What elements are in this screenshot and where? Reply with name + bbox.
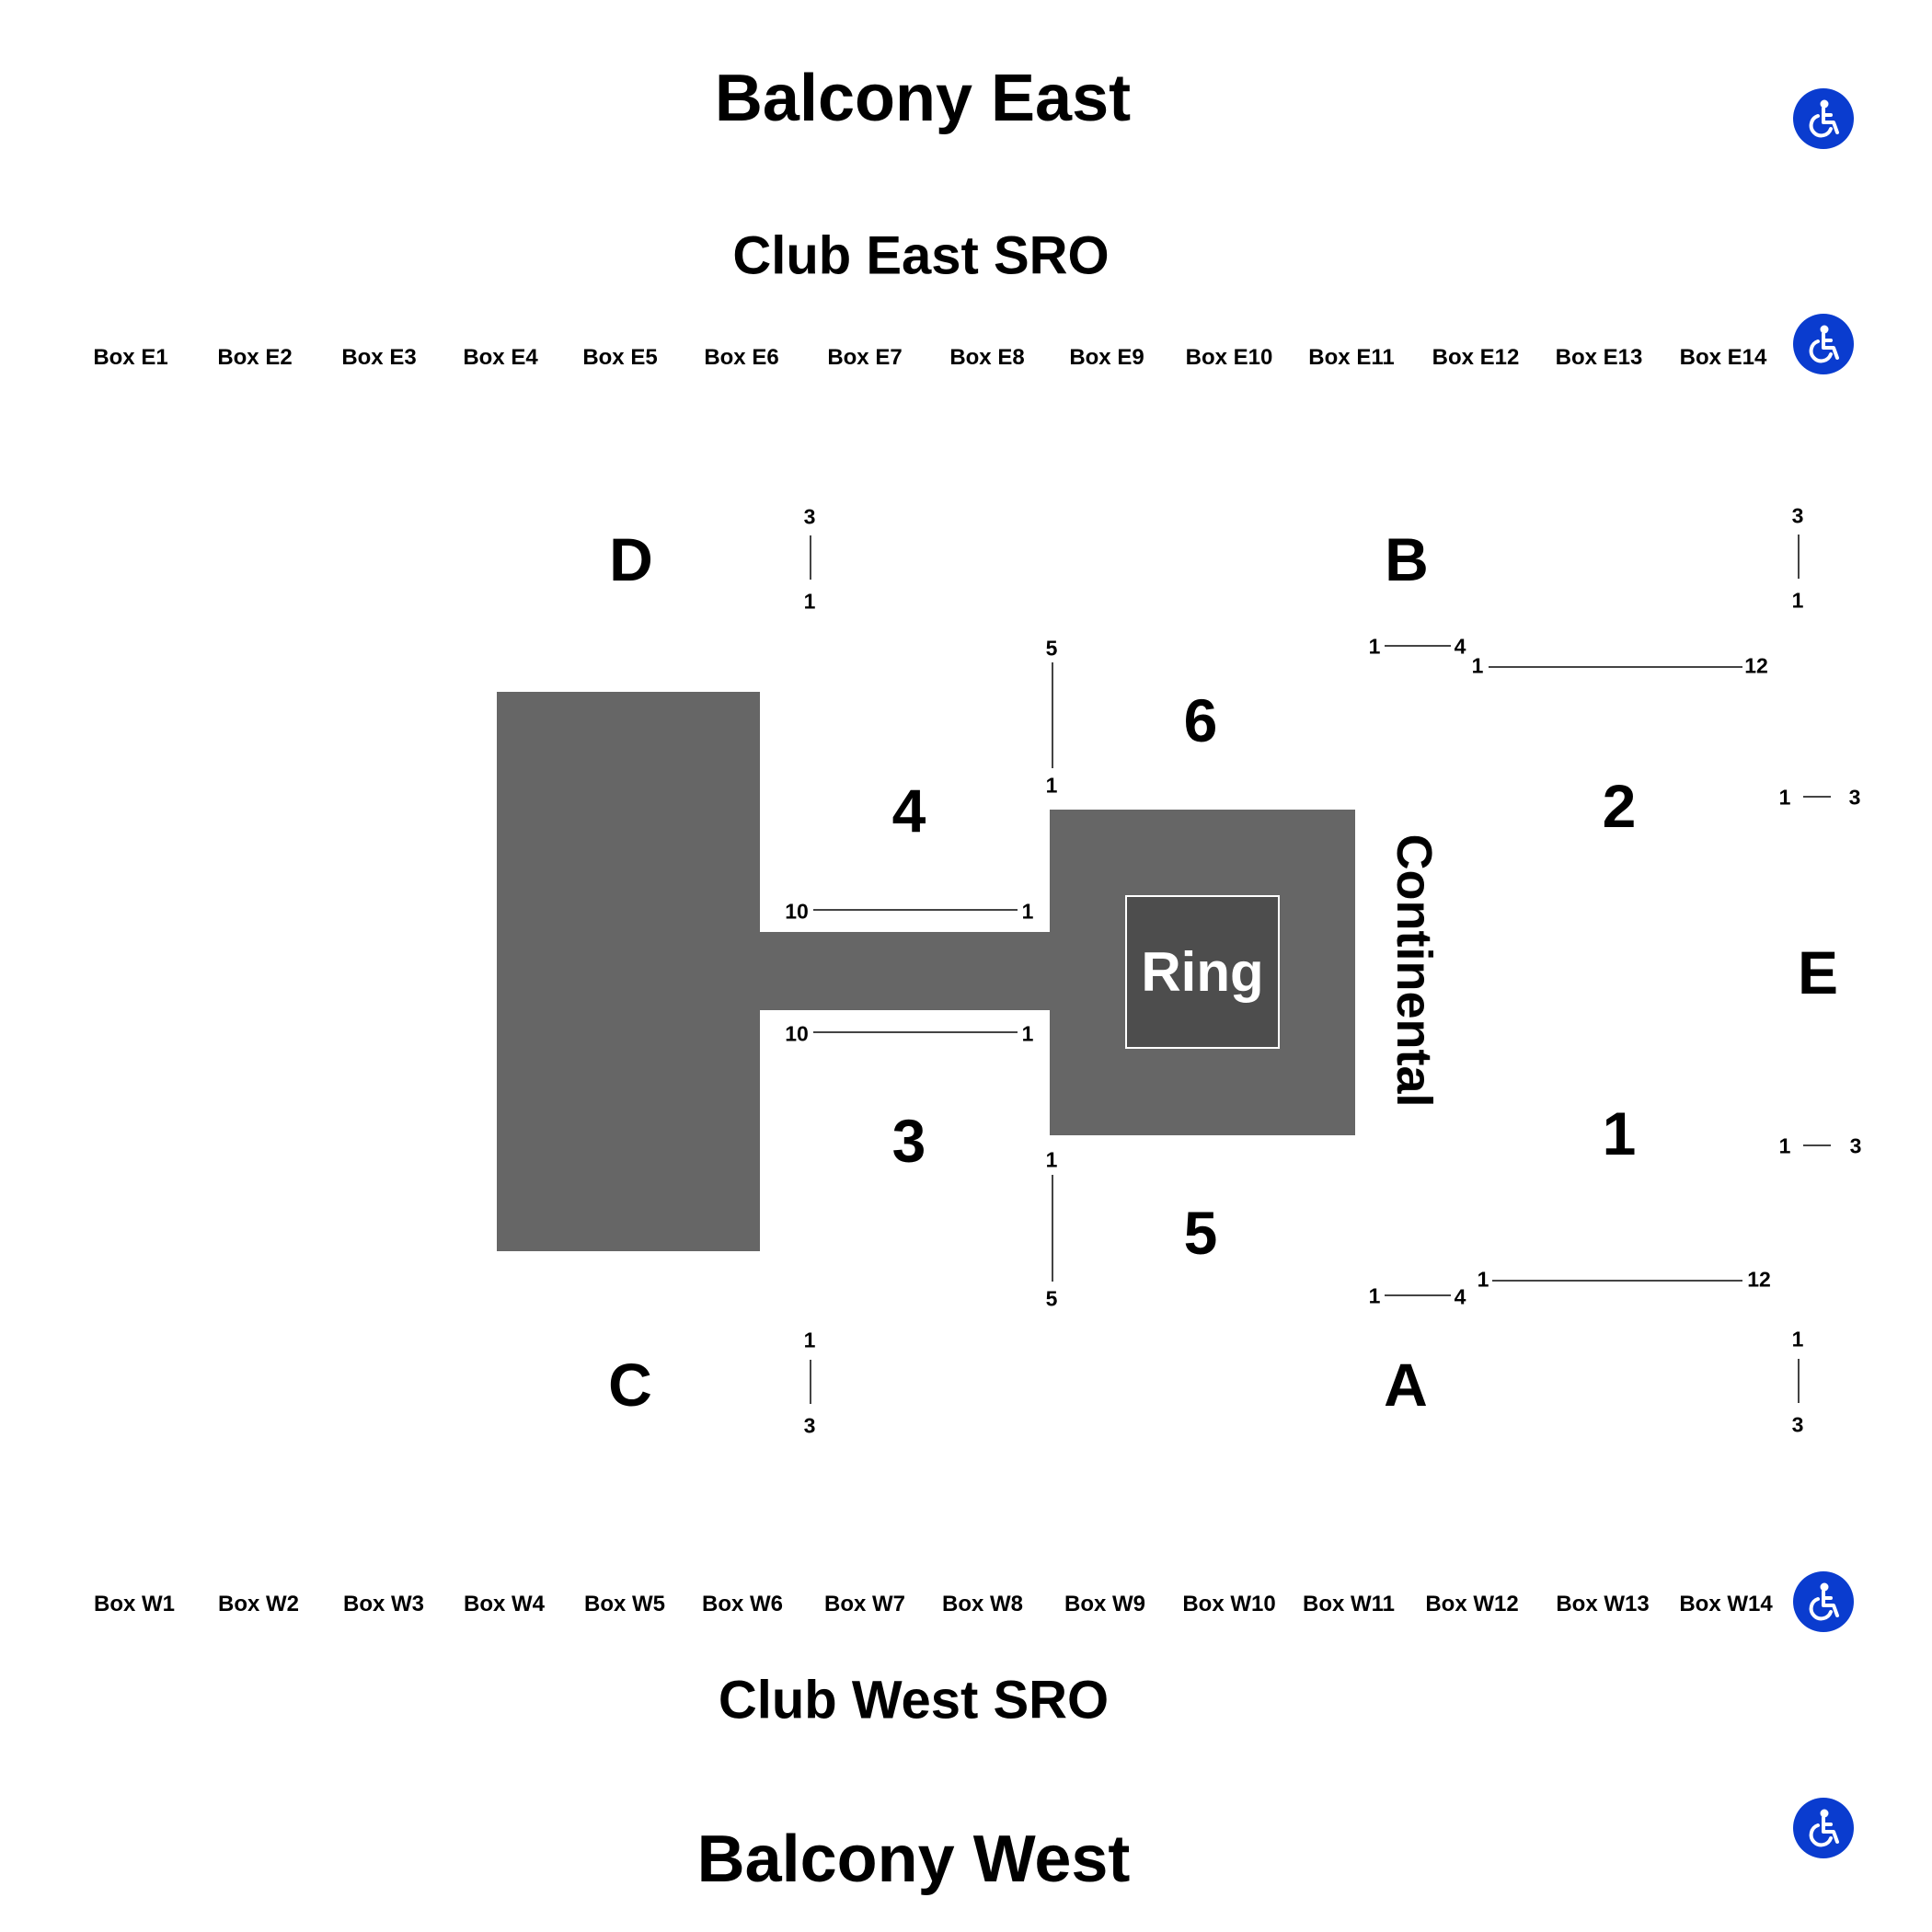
section-c[interactable]: C bbox=[608, 1351, 652, 1419]
row-label: 12 bbox=[1747, 1267, 1771, 1292]
row-label: 3 bbox=[1791, 503, 1804, 528]
row-range-line bbox=[810, 1360, 811, 1404]
box-e12[interactable]: Box E12 bbox=[1432, 345, 1520, 370]
section-b[interactable]: B bbox=[1385, 525, 1429, 593]
row-label: 1 bbox=[1477, 1267, 1489, 1292]
box-e7[interactable]: Box E7 bbox=[827, 345, 903, 370]
row-label: 1 bbox=[1368, 634, 1381, 659]
section-5[interactable]: 5 bbox=[1183, 1199, 1218, 1267]
box-w1[interactable]: Box W1 bbox=[93, 1592, 176, 1616]
row-label: 4 bbox=[1454, 1284, 1466, 1309]
section-2[interactable]: 2 bbox=[1602, 772, 1637, 840]
row-range-line bbox=[1489, 666, 1742, 668]
section-a[interactable]: A bbox=[1384, 1351, 1428, 1419]
row-range-line bbox=[1052, 662, 1053, 768]
row-label: 10 bbox=[785, 899, 809, 924]
floor-block-left[interactable] bbox=[497, 692, 760, 1251]
box-e6[interactable]: Box E6 bbox=[704, 345, 779, 370]
box-e4[interactable]: Box E4 bbox=[463, 345, 538, 370]
box-e9[interactable]: Box E9 bbox=[1069, 345, 1144, 370]
club-west-sro-title[interactable]: Club West SRO bbox=[718, 1670, 1110, 1731]
row-label: 1 bbox=[803, 1328, 816, 1352]
row-range-line bbox=[1803, 796, 1831, 798]
box-w7[interactable]: Box W7 bbox=[823, 1592, 906, 1616]
wheelchair-accessible-icon bbox=[1793, 1571, 1854, 1632]
section-6[interactable]: 6 bbox=[1183, 686, 1218, 754]
box-w8[interactable]: Box W8 bbox=[941, 1592, 1024, 1616]
row-label: 4 bbox=[1454, 634, 1466, 659]
section-d[interactable]: D bbox=[609, 525, 653, 593]
row-label: 3 bbox=[803, 1413, 816, 1438]
row-range-line bbox=[1385, 645, 1451, 647]
wheelchair-accessible-icon bbox=[1793, 88, 1854, 149]
row-range-line bbox=[813, 909, 1018, 911]
balcony-west-title[interactable]: Balcony West bbox=[696, 1823, 1131, 1896]
box-w13[interactable]: Box W13 bbox=[1556, 1592, 1650, 1616]
box-w12[interactable]: Box W12 bbox=[1425, 1592, 1519, 1616]
club-east-sro-title[interactable]: Club East SRO bbox=[732, 225, 1110, 286]
row-label: 1 bbox=[1791, 1327, 1804, 1351]
row-range-line bbox=[1798, 535, 1800, 579]
box-w5[interactable]: Box W5 bbox=[583, 1592, 666, 1616]
row-label: 1 bbox=[1368, 1283, 1381, 1308]
row-range-line bbox=[1492, 1280, 1742, 1282]
box-e11[interactable]: Box E11 bbox=[1308, 345, 1395, 370]
box-w9[interactable]: Box W9 bbox=[1064, 1592, 1146, 1616]
row-label: 1 bbox=[1471, 653, 1484, 678]
box-e13[interactable]: Box E13 bbox=[1555, 345, 1643, 370]
box-w2[interactable]: Box W2 bbox=[217, 1592, 300, 1616]
box-w6[interactable]: Box W6 bbox=[701, 1592, 784, 1616]
box-e3[interactable]: Box E3 bbox=[341, 345, 417, 370]
section-e[interactable]: E bbox=[1797, 938, 1839, 1006]
row-label: 1 bbox=[803, 589, 816, 614]
box-e14[interactable]: Box E14 bbox=[1679, 345, 1767, 370]
row-label: 1 bbox=[1021, 1021, 1034, 1046]
row-label: 1 bbox=[1778, 785, 1791, 810]
box-w14[interactable]: Box W14 bbox=[1679, 1592, 1773, 1616]
box-e8[interactable]: Box E8 bbox=[949, 345, 1025, 370]
row-range-line bbox=[1803, 1144, 1831, 1146]
row-range-line bbox=[1385, 1294, 1451, 1296]
row-label: 1 bbox=[1045, 1147, 1058, 1172]
row-label: 1 bbox=[1791, 588, 1804, 613]
section-3[interactable]: 3 bbox=[891, 1107, 926, 1175]
row-label: 5 bbox=[1045, 1286, 1058, 1311]
box-w4[interactable]: Box W4 bbox=[463, 1592, 546, 1616]
row-range-line bbox=[1798, 1359, 1800, 1403]
floor-walkway[interactable] bbox=[758, 932, 1052, 1010]
box-w10[interactable]: Box W10 bbox=[1182, 1592, 1276, 1616]
row-label: 1 bbox=[1045, 773, 1058, 798]
ring[interactable]: Ring bbox=[1125, 895, 1280, 1049]
row-label: 5 bbox=[1045, 636, 1058, 661]
row-label: 3 bbox=[803, 504, 816, 529]
row-label: 10 bbox=[785, 1021, 809, 1046]
row-label: 3 bbox=[1849, 1133, 1862, 1158]
balcony-east-title[interactable]: Balcony East bbox=[714, 62, 1132, 135]
row-label: 3 bbox=[1791, 1412, 1804, 1437]
row-label: 12 bbox=[1744, 653, 1768, 678]
box-w11[interactable]: Box W11 bbox=[1302, 1592, 1396, 1616]
box-e2[interactable]: Box E2 bbox=[217, 345, 293, 370]
section-4[interactable]: 4 bbox=[891, 776, 926, 845]
continental-section[interactable]: Continental bbox=[1386, 834, 1442, 1108]
row-range-line bbox=[1052, 1175, 1053, 1282]
row-range-line bbox=[813, 1031, 1018, 1033]
box-e1[interactable]: Box E1 bbox=[93, 345, 168, 370]
row-label: 1 bbox=[1778, 1133, 1791, 1158]
box-w3[interactable]: Box W3 bbox=[342, 1592, 425, 1616]
wheelchair-accessible-icon bbox=[1793, 314, 1854, 374]
box-e10[interactable]: Box E10 bbox=[1185, 345, 1273, 370]
row-label: 1 bbox=[1021, 899, 1034, 924]
box-e5[interactable]: Box E5 bbox=[582, 345, 658, 370]
row-label: 3 bbox=[1848, 785, 1861, 810]
ring-label: Ring bbox=[1141, 941, 1264, 1003]
wheelchair-accessible-icon bbox=[1793, 1798, 1854, 1858]
row-range-line bbox=[810, 535, 811, 580]
section-1[interactable]: 1 bbox=[1602, 1099, 1637, 1167]
